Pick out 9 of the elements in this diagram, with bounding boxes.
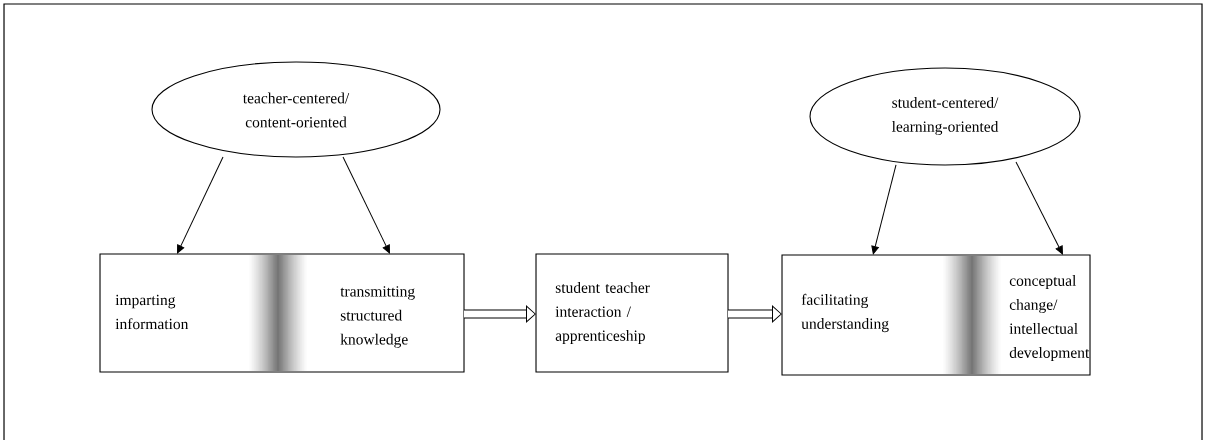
arrow	[464, 305, 536, 323]
arrow	[177, 156, 224, 254]
arrow	[871, 164, 897, 255]
arrow	[342, 156, 390, 254]
process-box: facilitating understanding conceptual change/ intellectual development	[781, 254, 1091, 376]
process-box: student teacher interaction / apprenticeship	[535, 253, 729, 373]
process-box: imparting information transmitting structured knowledge	[99, 253, 465, 373]
arrow	[1015, 161, 1063, 255]
arrow	[728, 305, 782, 323]
